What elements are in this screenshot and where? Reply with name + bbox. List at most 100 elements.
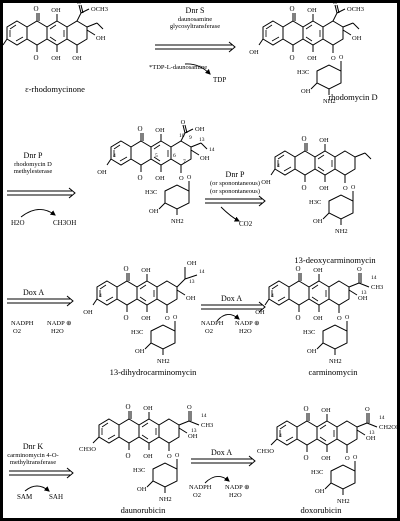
enzyme-description: (or sponontaneous) xyxy=(210,180,260,187)
daunosamine-ring xyxy=(158,180,190,216)
bond xyxy=(200,142,208,150)
cofactor-curve xyxy=(216,314,240,322)
hydroxyl-label: OH xyxy=(321,455,331,462)
arrow-head xyxy=(258,195,266,207)
bond xyxy=(342,29,352,36)
oxygen-label: O xyxy=(331,55,336,62)
oxygen-label: O xyxy=(301,135,306,143)
methyl-label: CH3 xyxy=(371,284,383,291)
enzyme-description: methylesterase xyxy=(14,168,53,175)
hydroxyl-label: OH xyxy=(200,155,210,162)
bond xyxy=(78,4,82,14)
atom-number-14: 14 xyxy=(201,413,207,419)
hydroxyl-label: OH xyxy=(97,169,107,176)
atom-number-4: 4 xyxy=(277,163,280,169)
bond xyxy=(336,8,346,14)
oxygen-label: O xyxy=(137,174,142,182)
bond xyxy=(96,22,104,30)
cofactor-input: *TDP-L-daunosamine xyxy=(149,64,207,71)
enzyme-name: Dnr K xyxy=(23,442,43,451)
bond xyxy=(176,278,186,288)
cofactor-input: O2 xyxy=(205,328,213,335)
cofactor-output: TDP xyxy=(213,76,226,84)
hydroxyl-label: OH xyxy=(141,315,151,322)
oxygen-label: O xyxy=(289,5,294,13)
bond xyxy=(92,298,98,306)
arrow-dnrp-1 xyxy=(7,187,76,199)
cofactor-curve xyxy=(20,209,56,218)
oxygen-label: O xyxy=(343,185,348,192)
bond xyxy=(356,429,366,436)
hydroxyl-label: OH xyxy=(186,295,196,302)
oxygen-label: O xyxy=(339,55,344,61)
amino-label: NH2 xyxy=(337,498,350,505)
atom-number-13: 13 xyxy=(369,430,375,436)
anthracycline-core xyxy=(96,272,178,313)
hydroxyl-label: OH xyxy=(96,35,106,42)
compound-name: ε-rhodomycinone xyxy=(25,84,85,94)
oxygen-label: O xyxy=(33,5,38,13)
hydroxyl-label: OH xyxy=(143,453,153,460)
oxygen-label: O xyxy=(33,54,38,62)
oxygen-label: O xyxy=(123,265,128,273)
daunosamine-ring xyxy=(322,190,354,226)
atom-number-4: 4 xyxy=(99,293,102,299)
hydroxyl-label: OH xyxy=(135,348,145,355)
hydroxyl-label: OH xyxy=(313,218,323,225)
compound-name: rhodomycin D xyxy=(328,92,377,102)
hydroxyl-label: OH xyxy=(137,486,147,493)
hydroxyl-label: OH xyxy=(51,7,61,14)
hydroxyl-label: OH xyxy=(366,435,376,442)
bond xyxy=(184,128,194,134)
structure-c8: OOOHOHCH3O4O1314CH2OHOHOOH3COHNH2doxorub… xyxy=(257,405,397,515)
atom-number-14: 14 xyxy=(379,415,385,421)
daunosamine-ring xyxy=(324,460,356,496)
hydroxyl-label: OH xyxy=(51,55,61,62)
oxygen-label: O xyxy=(345,315,350,321)
oxygen-label: O xyxy=(165,315,170,322)
enzyme-name: Dox A xyxy=(23,288,44,297)
methyl-label: H3C xyxy=(297,69,309,76)
enzyme-description: glycosyltransferase xyxy=(170,23,220,30)
methoxycarbonyl-label: OCH3 xyxy=(347,6,364,13)
methyl-label: H3C xyxy=(131,329,143,336)
hydroxyl-label: OH xyxy=(187,260,197,267)
arrow-head xyxy=(228,41,236,53)
hydroxyl-label: OH xyxy=(301,88,311,95)
hydroxyl-label: OH xyxy=(188,433,198,440)
bond xyxy=(356,422,368,428)
atom-number-13: 13 xyxy=(361,290,367,296)
atom-number-9: 9 xyxy=(189,135,192,141)
bond xyxy=(86,29,96,36)
compound-name: doxorubicin xyxy=(300,505,342,515)
cofactor-output: CO2 xyxy=(239,220,253,228)
atom-number-13: 13 xyxy=(191,428,197,434)
oxygen-label: O xyxy=(137,125,142,133)
arrow-doxa-1 xyxy=(7,295,74,307)
bond xyxy=(86,22,98,28)
bond xyxy=(106,158,112,166)
enzyme-description: daunosamine xyxy=(178,16,212,23)
bond xyxy=(76,12,82,22)
hydroxyl-label: OH xyxy=(358,295,368,302)
oxygen-label: O xyxy=(125,452,130,460)
methyl-label: H3C xyxy=(303,329,315,336)
oxygen-label: O xyxy=(295,314,300,322)
enzyme-description: carminomycin 4-O- xyxy=(7,452,58,459)
daunosamine-ring xyxy=(316,320,348,356)
atom-number-14: 14 xyxy=(199,269,205,275)
cofactor-output: NADP ⊕ xyxy=(225,484,250,491)
oxygen-label: O xyxy=(303,405,308,413)
oxygen-label: O xyxy=(345,455,350,462)
arrow-head xyxy=(66,295,74,307)
hydroxyl-label: OH xyxy=(307,7,317,14)
enzyme-name: Dnr P xyxy=(226,170,245,179)
hydroxyl-label: OH xyxy=(315,488,325,495)
cofactor-input: NADPH xyxy=(11,320,34,327)
hydroxyl-label: OH xyxy=(155,127,165,134)
hydroxyl-label: OH xyxy=(321,407,331,414)
bond xyxy=(332,12,338,22)
oxygen-label: O xyxy=(187,175,192,181)
